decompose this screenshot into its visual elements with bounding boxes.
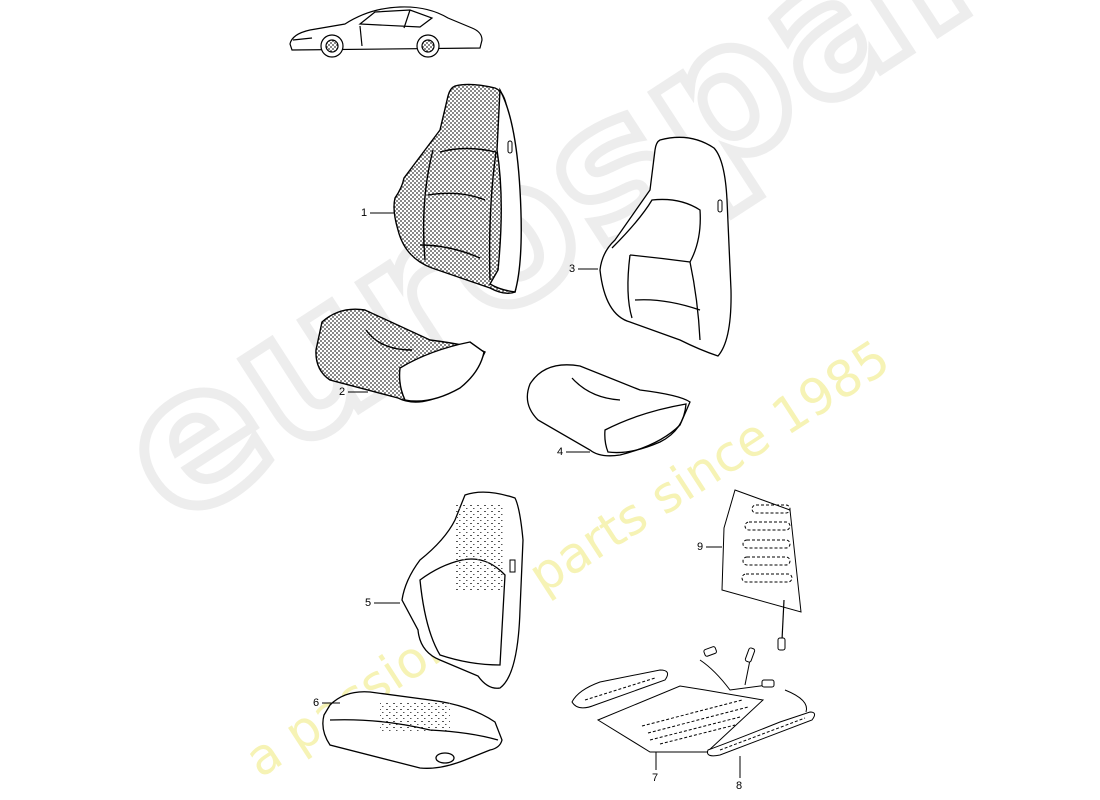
part-5-backrest-padding — [401, 491, 524, 689]
part-3-backrest-cover — [599, 136, 732, 357]
part-label-3[interactable]: 3 — [569, 263, 576, 275]
part-9-backrest-heater — [721, 489, 802, 651]
part-label-5[interactable]: 5 — [365, 597, 372, 609]
part-label-2[interactable]: 2 — [339, 386, 346, 398]
part-7-cushion-heater — [596, 646, 808, 753]
part-label-9[interactable]: 9 — [697, 541, 704, 553]
part-label-4[interactable]: 4 — [557, 446, 564, 458]
part-label-7[interactable]: 7 — [652, 772, 659, 784]
part-8-bolster-heaters — [571, 669, 816, 757]
part-label-8[interactable]: 8 — [736, 780, 743, 792]
car-illustration — [289, 6, 483, 58]
part-label-1[interactable]: 1 — [361, 207, 368, 219]
part-6-cushion-padding — [322, 691, 503, 769]
part-label-6[interactable]: 6 — [313, 697, 320, 709]
part-2-cushion-cover-perforated — [315, 308, 486, 403]
part-1-backrest-cover-perforated — [393, 83, 522, 295]
part-4-cushion-cover — [526, 364, 691, 457]
